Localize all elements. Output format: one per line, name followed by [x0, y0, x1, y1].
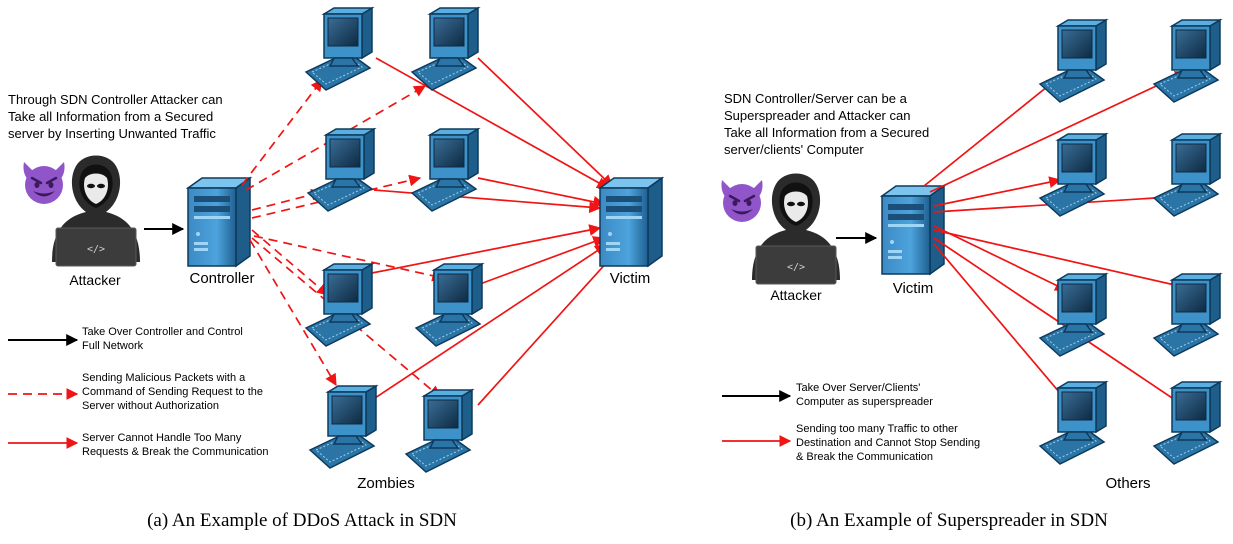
panel-a-description: Through SDN Controller Attacker can Take… [8, 92, 226, 141]
panel-b-description: SDN Controller/Server can be a Superspre… [724, 91, 933, 157]
other-computer-icon [1039, 19, 1107, 103]
victim-label: Victim [610, 270, 651, 287]
panel-a-legend: Take Over Controller and Control Full Ne… [8, 326, 268, 458]
victim-label: Victim [893, 280, 934, 297]
zombie-computer-icon [411, 128, 479, 212]
malicious-packet-arrows [241, 79, 445, 398]
panel-a-ddos: Through SDN Controller Attacker can Take… [8, 7, 663, 531]
spreading-arrows [923, 71, 1197, 415]
legend-item-takeover: Take Over Server/Clients' Computer as su… [796, 382, 933, 408]
other-computer-icon [1039, 381, 1107, 465]
zombie-computer-icon [305, 263, 373, 347]
panel-b-legend: Take Over Server/Clients' Computer as su… [722, 382, 983, 463]
others-label: Others [1105, 475, 1150, 492]
panel-b-superspreader: SDN Controller/Server can be a Superspre… [720, 19, 1221, 531]
other-computer-icon [1153, 19, 1221, 103]
zombie-computer-icon [309, 385, 377, 469]
legend-item-takeover: Take Over Controller and Control Full Ne… [82, 326, 246, 352]
other-computer-icon [1039, 133, 1107, 217]
legend-item-malicious: Sending Malicious Packets with a Command… [82, 372, 266, 412]
hacker-icon [751, 173, 841, 285]
panel-a-caption: (a) An Example of DDoS Attack in SDN [147, 510, 457, 531]
devil-emoji-icon [22, 160, 66, 206]
hacker-icon [51, 155, 141, 267]
legend-item-overload: Server Cannot Handle Too Many Requests &… [82, 432, 268, 458]
other-computer-icon [1153, 133, 1221, 217]
panel-b-caption: (b) An Example of Superspreader in SDN [790, 510, 1108, 531]
victim-server-icon [599, 177, 663, 267]
zombie-computer-icon [411, 7, 479, 91]
attacker-label: Attacker [770, 287, 822, 303]
devil-emoji-icon [720, 178, 764, 224]
zombie-computer-icon [405, 389, 473, 473]
controller-label: Controller [189, 270, 254, 287]
zombies-label: Zombies [357, 475, 415, 492]
other-computer-icon [1153, 273, 1221, 357]
flood-arrows [371, 57, 619, 406]
zombie-computer-icon [307, 128, 375, 212]
other-computer-icon [1153, 381, 1221, 465]
controller-server-icon [187, 177, 251, 267]
attacker-label: Attacker [69, 272, 121, 288]
legend-item-spreading: Sending too many Traffic to other Destin… [796, 423, 983, 463]
zombie-computer-icon [305, 7, 373, 91]
